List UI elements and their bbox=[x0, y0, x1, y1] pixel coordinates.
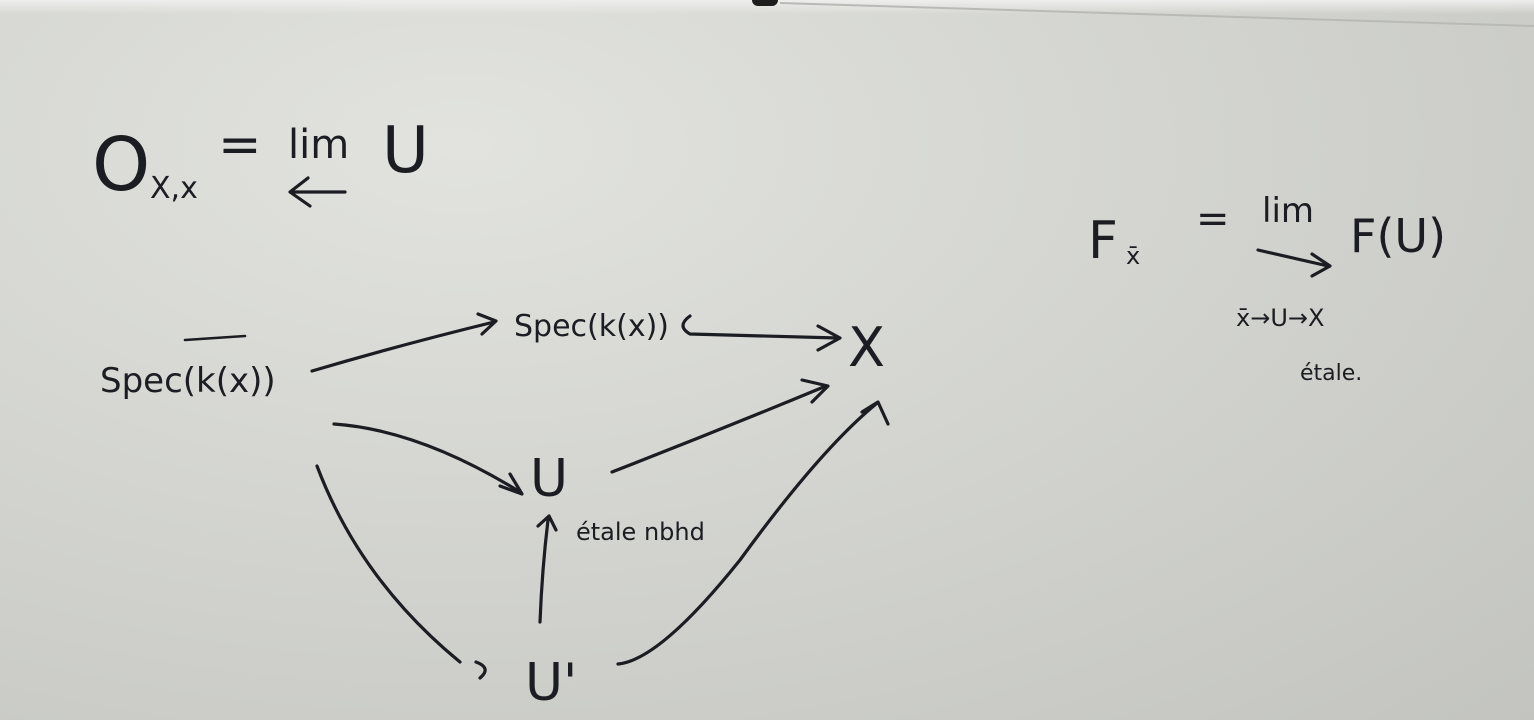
arrow-speck-to-X-head bbox=[816, 324, 842, 352]
sheaf-limit-arrow bbox=[1256, 248, 1332, 278]
stalk-lhs: O bbox=[92, 122, 150, 208]
node-X: X bbox=[848, 316, 885, 379]
arrow-specsep-to-speck bbox=[310, 320, 496, 373]
arrow-Uprime-to-U bbox=[538, 518, 550, 624]
node-spec-k: Spec(k(x)) bbox=[514, 309, 669, 344]
arrow-Uprime-to-X bbox=[616, 402, 878, 666]
etale-nbhd-label: étale nbhd bbox=[576, 518, 705, 546]
arrow-Uprime-to-U-head bbox=[536, 514, 558, 532]
stalk-formula: O X,x = lim U bbox=[92, 114, 429, 208]
sheaf-equals: = bbox=[1196, 196, 1230, 242]
arrow-Uprime-to-X-head bbox=[860, 400, 890, 426]
arrow-specsep-to-U-head bbox=[498, 472, 524, 496]
spec-sep-label: Spec(k(x)) bbox=[100, 361, 276, 401]
stalk-lim: lim bbox=[288, 122, 349, 168]
node-U-prime: U' bbox=[525, 653, 577, 713]
node-spec-sep: Spec(k(x)) bbox=[100, 334, 276, 401]
spec-sep-overline bbox=[183, 334, 247, 342]
stalk-limit-arrow bbox=[288, 176, 347, 208]
sheaf-lhs: F bbox=[1088, 211, 1118, 271]
sheaf-rhs: F(U) bbox=[1350, 209, 1446, 263]
arrow-U-to-X bbox=[610, 384, 828, 474]
arrow-specsep-to-Uprime bbox=[315, 464, 462, 664]
sheaf-etale: étale. bbox=[1300, 361, 1362, 386]
arrow-specsep-to-speck-head bbox=[476, 312, 498, 336]
stalk-subscript: X,x bbox=[150, 171, 198, 206]
arrow-specsep-to-Uprime-head bbox=[474, 660, 487, 680]
board-top-frame bbox=[0, 0, 1534, 14]
sheaf-subscript: x̄ bbox=[1126, 242, 1140, 270]
arrow-speck-to-X bbox=[681, 314, 840, 340]
arrow-U-to-X-head bbox=[800, 378, 830, 404]
stalk-equals: = bbox=[218, 115, 262, 175]
node-U: U bbox=[530, 449, 568, 509]
stalk-U: U bbox=[382, 114, 429, 188]
arrow-specsep-to-U bbox=[332, 422, 522, 494]
camera-notch bbox=[752, 0, 778, 6]
sheaf-stalk-formula: F x̄ = lim F(U) x̄→U→X étale. bbox=[1088, 191, 1446, 386]
diagram-arrows bbox=[310, 312, 890, 680]
board-edge-line bbox=[780, 2, 1534, 27]
sheaf-lim: lim bbox=[1262, 191, 1314, 231]
sheaf-condition: x̄→U→X bbox=[1236, 304, 1324, 332]
